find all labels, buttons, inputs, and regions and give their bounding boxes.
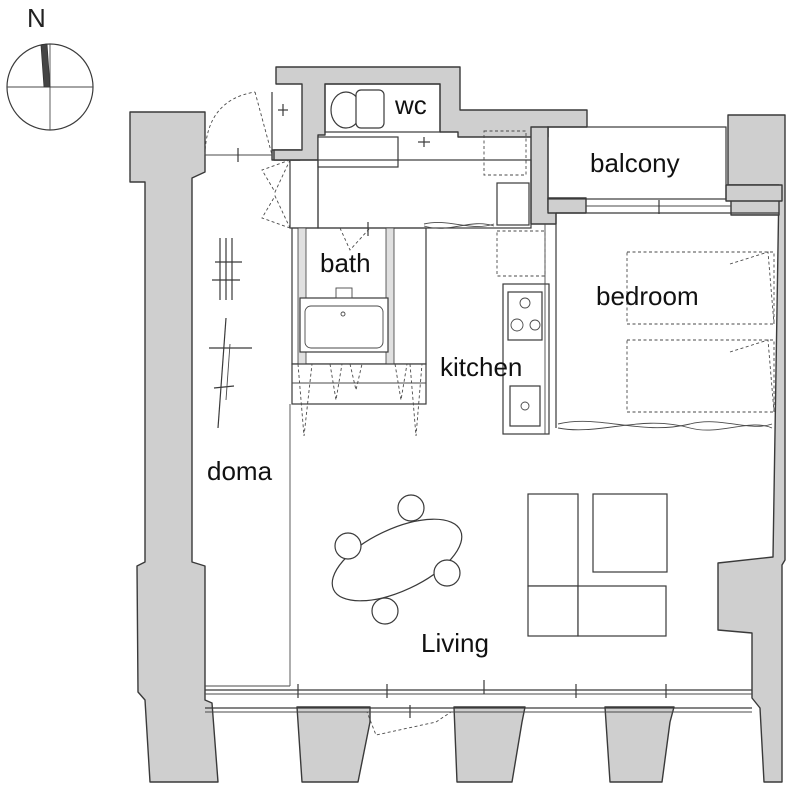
entrance-door bbox=[204, 91, 288, 162]
bicycle-icon bbox=[212, 238, 242, 300]
bottom-pillar-1 bbox=[296, 706, 371, 783]
room-label-balcony: balcony bbox=[590, 148, 680, 178]
washroom bbox=[317, 130, 532, 229]
right-wall bbox=[717, 114, 786, 783]
closet-doors bbox=[261, 159, 319, 229]
balcony-rail-stub bbox=[725, 184, 783, 202]
bath-room: bath bbox=[291, 222, 427, 365]
bed-icon bbox=[626, 339, 775, 413]
walls bbox=[129, 66, 786, 783]
balcony-area: balcony bbox=[547, 126, 731, 214]
north-compass-icon: N bbox=[6, 3, 94, 131]
bottom-pillar-3 bbox=[604, 706, 675, 783]
sink-icon bbox=[509, 385, 541, 427]
chair-icon bbox=[397, 494, 425, 522]
bicycle-icon bbox=[209, 317, 252, 429]
chair-icon bbox=[433, 559, 461, 587]
room-label-bath: bath bbox=[320, 248, 371, 278]
wc-room: wc bbox=[324, 83, 441, 147]
bedroom-room: bedroom bbox=[555, 212, 779, 431]
room-label-kitchen: kitchen bbox=[440, 352, 522, 382]
left-wall bbox=[129, 111, 219, 783]
bed-icon bbox=[626, 251, 775, 325]
room-label-bedroom: bedroom bbox=[596, 281, 699, 311]
room-label-doma: doma bbox=[207, 456, 273, 486]
doma-area: doma bbox=[205, 238, 291, 687]
kitchen-room: kitchen bbox=[440, 224, 550, 435]
balcony-front-wall-left bbox=[547, 197, 587, 214]
storage-below-bath bbox=[291, 363, 427, 437]
room-label-living: Living bbox=[421, 628, 489, 658]
sofa-icon bbox=[527, 493, 668, 637]
living-room: Living bbox=[331, 493, 668, 658]
bottom-pillar-2 bbox=[453, 706, 526, 783]
room-label-wc: wc bbox=[394, 90, 427, 120]
compass-north-label: N bbox=[27, 3, 46, 33]
bathtub-icon bbox=[299, 297, 389, 353]
bottom-window bbox=[205, 680, 752, 736]
dining-table-icon bbox=[331, 518, 463, 602]
chair-icon bbox=[334, 532, 362, 560]
chair-icon bbox=[371, 597, 399, 625]
